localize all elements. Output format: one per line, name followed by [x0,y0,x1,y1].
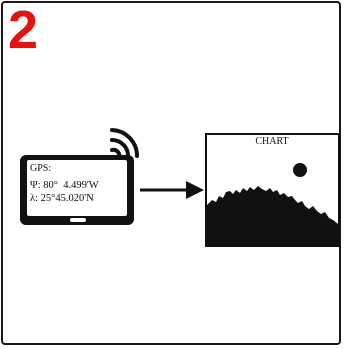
step-number: 2 [8,0,39,60]
chart-dot [293,163,307,177]
gps-title: GPS: [30,163,52,174]
chart-title: CHART [255,136,289,147]
gps-latitude: Ψ: 80° 4.499'W [30,180,99,191]
chart-silhouette [207,186,338,245]
tablet-icon [20,155,134,225]
gps-longitude: λ: 25°45.020'N [30,193,94,204]
wireless-signal-icon [110,128,139,160]
arrow-right-icon [140,181,204,199]
chart-icon [205,133,340,247]
